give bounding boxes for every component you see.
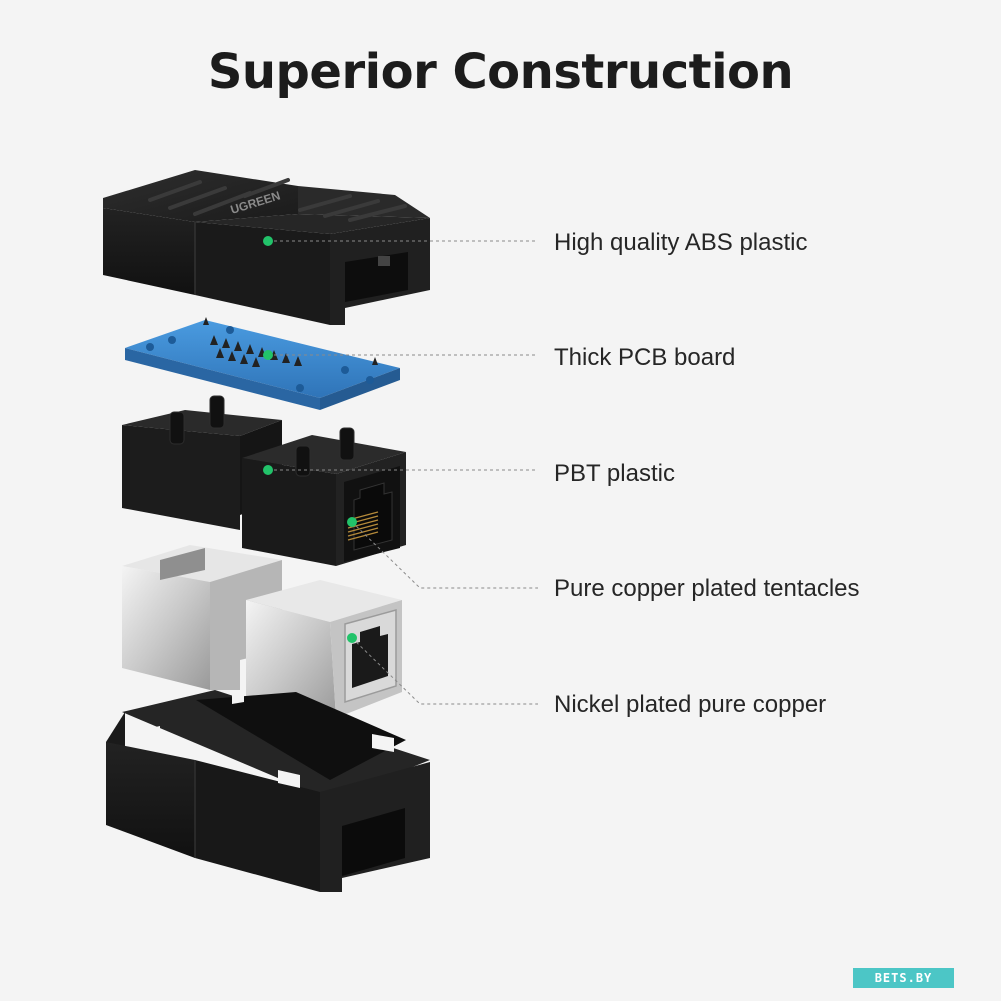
pbt-plastic-blocks [122,395,406,566]
callout-line-4 [351,521,538,589]
marker-dot-5 [347,633,357,643]
callout-label-pbt: PBT plastic [554,460,675,487]
pcb-board [125,317,400,410]
callout-line-5 [351,637,538,705]
callout-label-nickel: Nickel plated pure copper [554,691,827,718]
nickel-shields [122,545,402,718]
callout-label-pcb: Thick PCB board [554,344,736,371]
callout-label-abs: High quality ABS plastic [554,229,808,256]
marker-dot-2 [263,350,273,360]
callout-label-copper-tentacles: Pure copper plated tentacles [554,575,860,602]
marker-dot-1 [263,236,273,246]
abs-top-shell: UGREEN [103,170,430,325]
abs-bottom-shell [106,690,430,892]
watermark-tag: BETS.BY [853,968,954,988]
page-title: Superior Construction [207,44,794,100]
marker-dot-3 [263,465,273,475]
marker-dot-4 [347,517,357,527]
